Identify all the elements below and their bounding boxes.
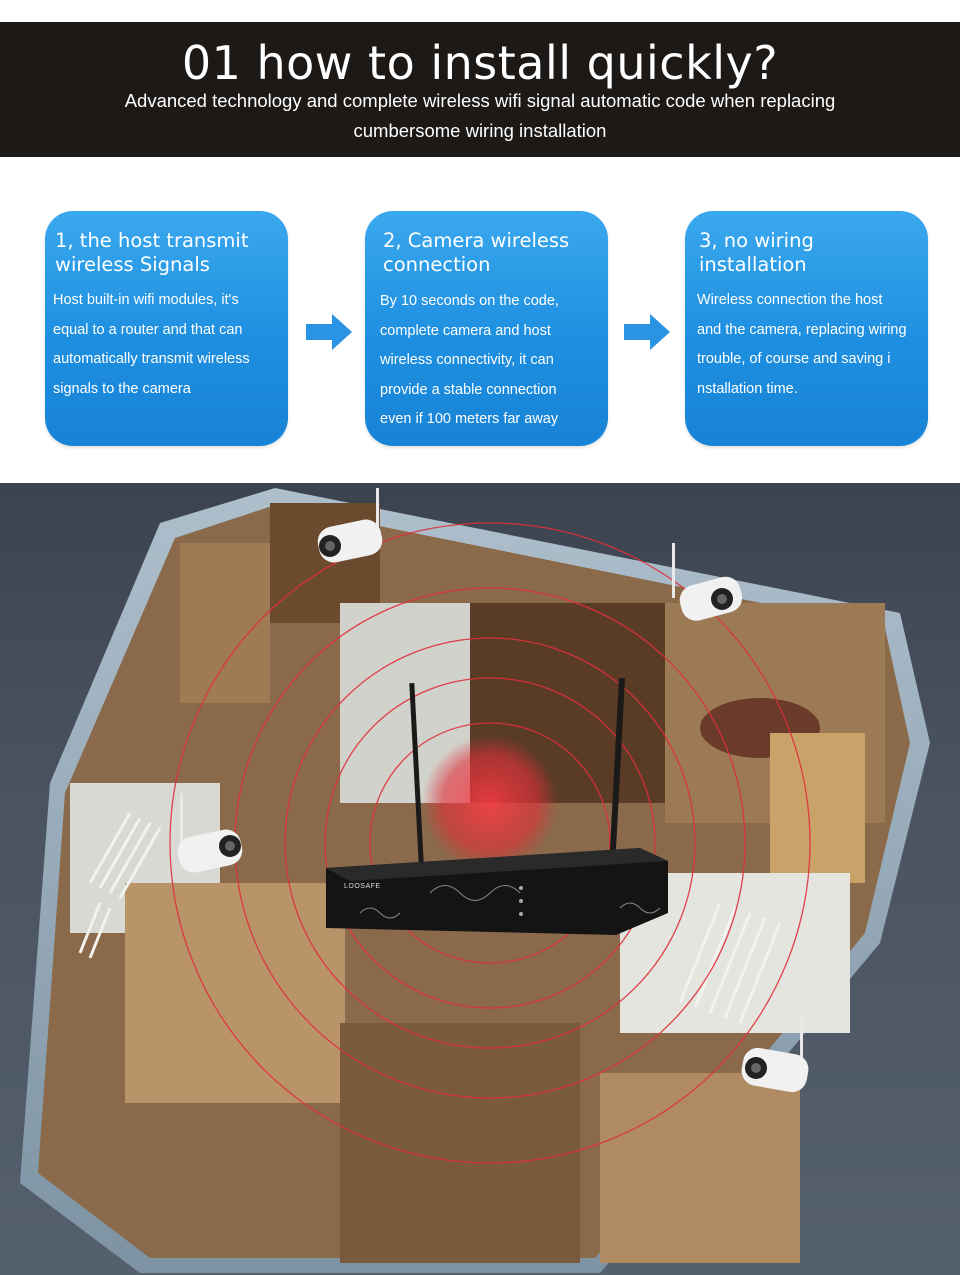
page-title: 01 how to install quickly? <box>181 36 779 90</box>
step-description-line: Wireless connection the host <box>697 292 883 308</box>
step-title-line: 3, no wiring installation <box>699 229 814 276</box>
arrow-right-icon <box>624 314 670 350</box>
step-description-line: even if 100 meters far away <box>380 411 559 427</box>
header-banner: 01 how to install quickly? Advanced tech… <box>0 22 960 157</box>
step-description: By 10 seconds on the code, complete came… <box>380 287 605 435</box>
floorplan-graphic <box>20 488 930 1273</box>
step-title-line: connection <box>383 253 491 276</box>
step-title: 3, no wiring installation <box>699 229 924 277</box>
step-description-line: and the camera, replacing wiring <box>697 321 907 338</box>
step-description-line: provide a stable connection <box>380 381 557 398</box>
room <box>180 543 270 703</box>
step-title-line: 2, Camera wireless <box>383 229 570 252</box>
step-title-line: 1, the host transmit <box>55 229 249 252</box>
step-title-line: wireless Signals <box>55 253 210 276</box>
step-description-line: Host built-in wifi modules, it's <box>53 292 239 308</box>
subtitle-line-2: cumbersome wiring installation <box>353 120 607 141</box>
wifi-camera-icon <box>177 793 243 873</box>
bedroom <box>600 1073 800 1263</box>
step-description-line: automatically transmit wireless <box>53 351 250 367</box>
nvr-device-icon <box>326 677 668 935</box>
arrow-right-icon <box>306 314 352 350</box>
subtitle-line-1: Advanced technology and complete wireles… <box>124 90 836 111</box>
step-description-line: complete camera and host <box>380 322 551 339</box>
page-subtitle: Advanced technology and complete wireles… <box>90 86 870 146</box>
step-description: Wireless connection the host and the cam… <box>697 286 922 404</box>
step-description-line: equal to a router and that can <box>53 321 243 338</box>
wifi-camera-icon <box>317 488 383 563</box>
wifi-camera-icon <box>672 543 743 621</box>
step-title: 1, the host transmit wireless Signals <box>55 229 280 277</box>
top-margin <box>0 0 960 22</box>
step-description: Host built-in wifi modules, it's equal t… <box>53 286 278 404</box>
step-description-line: signals to the camera <box>53 380 191 397</box>
step-description-line: trouble, of course and saving i <box>697 351 891 367</box>
step-description-line: nstallation time. <box>697 380 798 397</box>
step-title: 2, Camera wireless connection <box>383 229 608 277</box>
step-card-2: 2, Camera wireless connection By 10 seco… <box>365 211 608 446</box>
signal-core-glow <box>422 735 558 871</box>
wifi-camera-icon <box>741 1013 809 1093</box>
step-card-1: 1, the host transmit wireless Signals Ho… <box>45 211 288 446</box>
step-description-line: wireless connectivity, it can <box>380 352 554 368</box>
room <box>770 733 865 883</box>
room <box>340 1023 580 1263</box>
striped-floor <box>78 812 782 1024</box>
step-card-3: 3, no wiring installation Wireless conne… <box>685 211 928 446</box>
install-steps: 1, the host transmit wireless Signals Ho… <box>0 157 960 483</box>
house-floorplan-illustration: LOOSAFE <box>0 483 960 1275</box>
nvr-brand-label: LOOSAFE <box>344 883 381 890</box>
wifi-signal-rings <box>169 522 811 1164</box>
bedroom <box>125 883 345 1103</box>
step-description-line: By 10 seconds on the code, <box>380 293 559 309</box>
